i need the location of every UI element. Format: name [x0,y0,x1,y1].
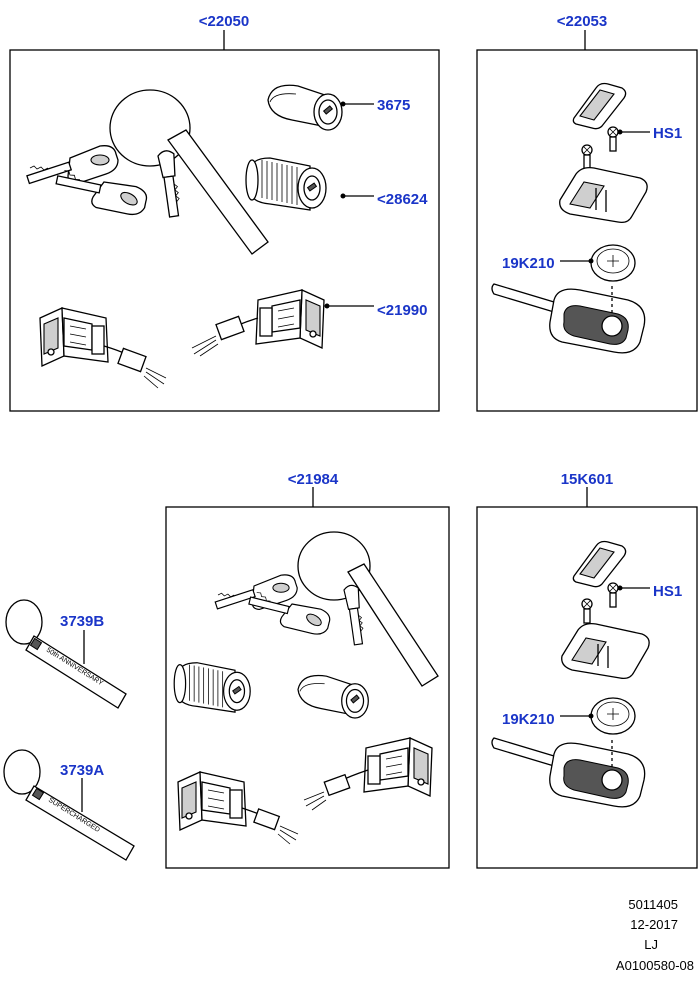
footer-ref-4: A0100580-08 [616,958,694,973]
callout-hs1-top: HS1 [653,125,682,142]
callout-kit-22050: <22050 [199,13,249,30]
callout-3739a: 3739A [60,762,104,779]
callout-kit-21984: <21984 [288,471,339,488]
screw-icon [581,126,619,170]
callout-hs1-bottom: HS1 [653,583,682,600]
kit-22050-panel [9,30,440,412]
screw-icon [581,582,619,624]
footer-ref-3: LJ [644,937,658,952]
kit-22053-panel [476,30,698,412]
callout-3739b: 3739B [60,613,104,630]
callout-19k210-top: 19K210 [502,255,555,272]
callout-28624: <28624 [377,191,428,208]
footer-ref-1: 5011405 [628,897,678,912]
callout-21990: <21990 [377,302,427,319]
footer-ref-2: 12-2017 [630,917,678,932]
callout-3675: 3675 [377,97,410,114]
callout-kit-15k601: 15K601 [561,471,614,488]
kit-15k601-panel [476,487,698,869]
kit-21984-panel [165,487,450,869]
callout-kit-22053: <22053 [557,13,607,30]
callout-19k210-bottom: 19K210 [502,711,555,728]
